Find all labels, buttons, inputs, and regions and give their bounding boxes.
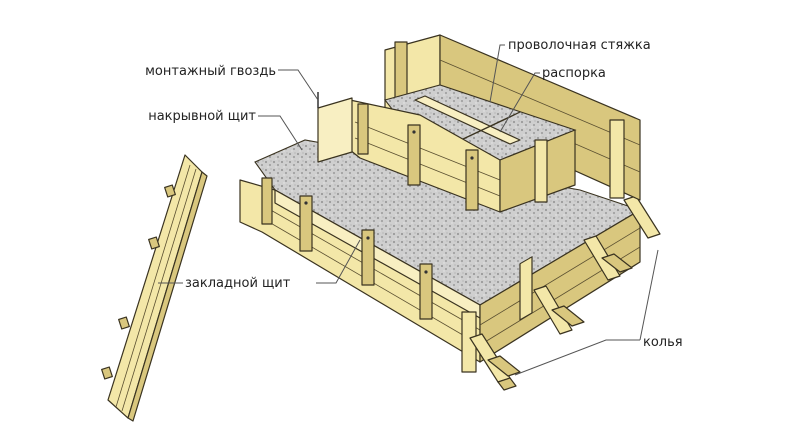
label-nail: монтажный гвоздь — [145, 64, 276, 79]
label-stakes: колья — [643, 335, 683, 350]
label-strut: распорка — [542, 66, 606, 81]
cover-board — [317, 97, 353, 163]
upper-tier — [317, 34, 641, 213]
label-wire-tie: проволочная стяжка — [508, 38, 651, 53]
label-cover-board: накрывной щит — [148, 109, 256, 124]
strut — [414, 95, 521, 145]
stakes — [469, 195, 661, 391]
leader-lines — [158, 44, 659, 376]
insert-board-loose — [101, 154, 208, 422]
label-insert-board: закладной щит — [185, 276, 291, 291]
